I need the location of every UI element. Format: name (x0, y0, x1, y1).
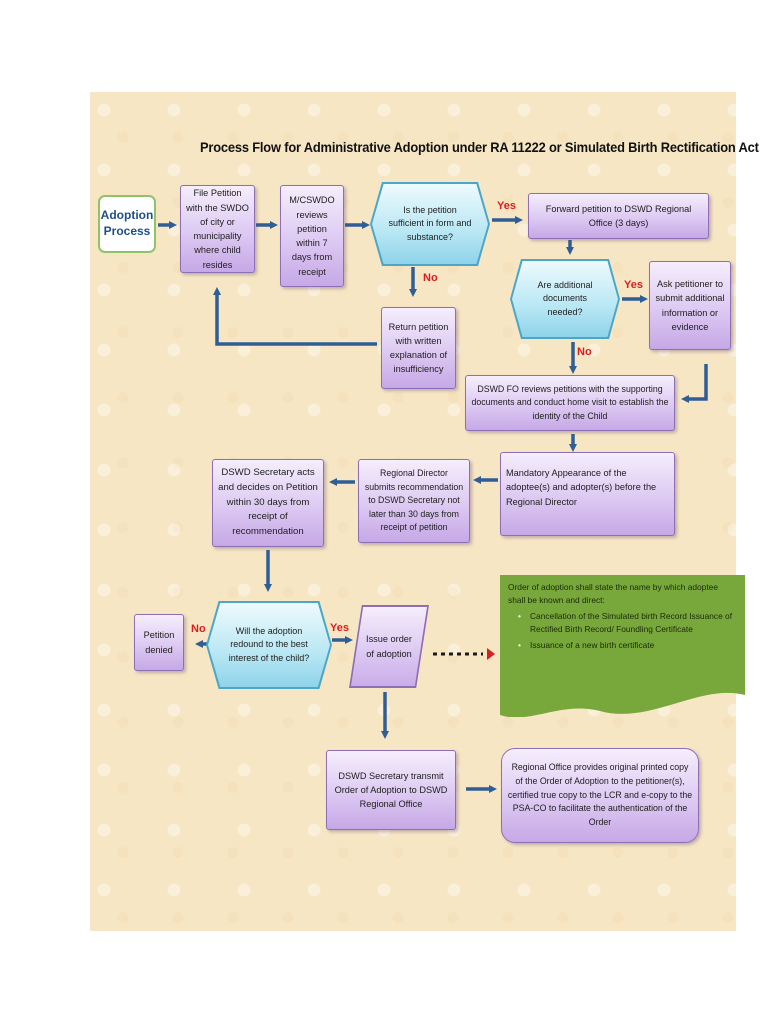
best-interest-decision: Will the adoption redound to the best in… (208, 603, 330, 687)
return-petition-box: Return petition with written explanation… (381, 307, 456, 389)
no-label-docs: No (577, 346, 592, 358)
dswd-fo-review-box: DSWD FO reviews petitions with the suppo… (465, 375, 675, 431)
ask-petitioner-box: Ask petitioner to submit additional info… (649, 261, 731, 350)
note-intro: Order of adoption shall state the name b… (508, 582, 718, 606)
yes-label-docs: Yes (624, 279, 643, 291)
yes-label-interest: Yes (330, 622, 349, 634)
note-item: Issuance of a new birth certificate (530, 639, 737, 652)
secretary-acts-box: DSWD Secretary acts and decides on Petit… (212, 459, 324, 547)
no-label-interest: No (191, 623, 206, 635)
regional-director-box: Regional Director submits recommendation… (358, 459, 470, 543)
red-arrowhead-to-note (487, 648, 495, 660)
additional-docs-decision: Are additional documents needed? (512, 261, 618, 337)
note-item: Cancellation of the Simulated birth Reco… (530, 610, 737, 637)
mcswdo-review-box: M/CSWDO reviews petition within 7 days f… (280, 185, 344, 287)
note-list: Cancellation of the Simulated birth Reco… (508, 610, 737, 652)
secretary-transmit-box: DSWD Secretary transmit Order of Adoptio… (326, 750, 456, 830)
flowchart-canvas: Process Flow for Administrative Adoption… (90, 92, 759, 931)
connector-layer (158, 216, 708, 793)
page-title: Process Flow for Administrative Adoption… (200, 139, 759, 155)
file-petition-box: File Petition with the SWDO of city or m… (180, 185, 255, 273)
arrow-ask-to-review (681, 364, 708, 403)
arrow-return-to-file (213, 287, 377, 346)
order-details-note: Order of adoption shall state the name b… (500, 575, 745, 717)
issue-order-box: Issue order of adoption (351, 607, 427, 686)
start-node: Adoption Process (98, 195, 156, 253)
mandatory-appearance-box: Mandatory Appearance of the adoptee(s) a… (500, 452, 675, 536)
no-label-sufficient: No (423, 272, 438, 284)
regional-office-provides-box: Regional Office provides original printe… (501, 748, 699, 843)
forward-petition-box: Forward petition to DSWD Regional Office… (528, 193, 709, 239)
petition-denied-box: Petition denied (134, 614, 184, 671)
yes-label-sufficient: Yes (497, 200, 516, 212)
sufficiency-decision: Is the petition sufficient in form and s… (372, 184, 488, 264)
